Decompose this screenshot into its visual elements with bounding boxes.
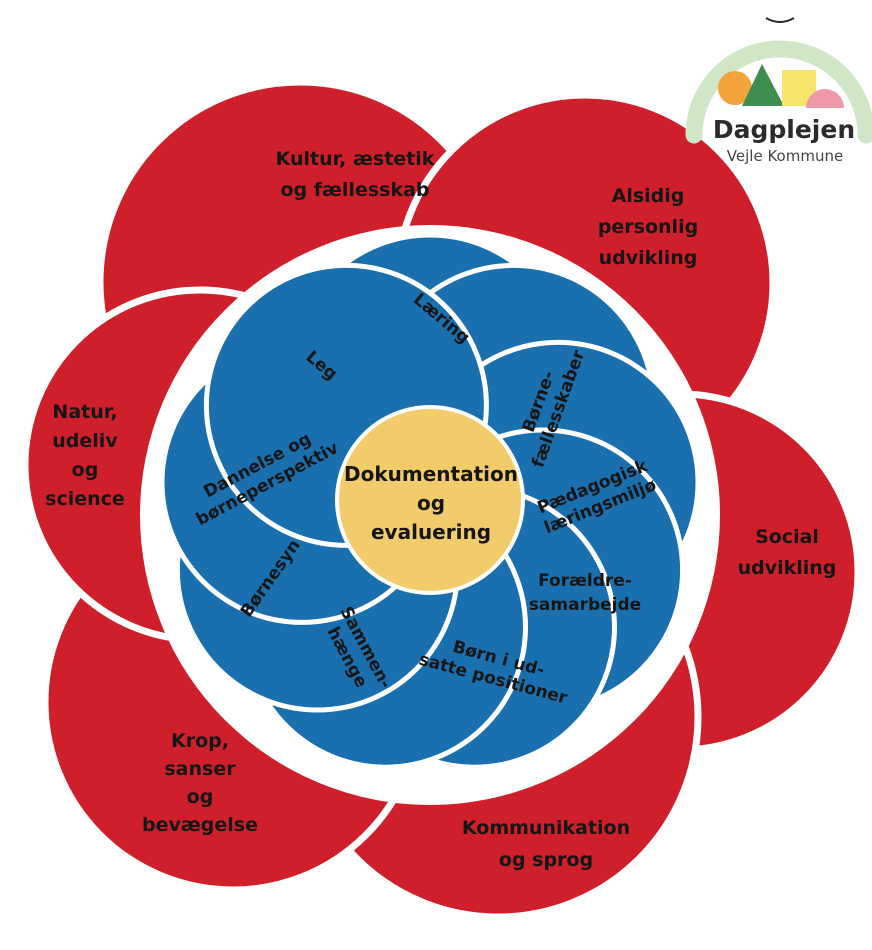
- outer-label-krop-line: sanser: [164, 758, 236, 780]
- logo-arc: [685, 40, 872, 144]
- outer-label-natur-line: og: [72, 459, 99, 481]
- center-label-dokumentation-og-evaluering-line: Dokumentation: [344, 462, 518, 486]
- outer-label-kommunikation: Kommunikation og sprog: [462, 817, 630, 871]
- center-label-dokumentation-og-evaluering-line: evaluering: [371, 520, 491, 544]
- dagplejen-logo: Dagplejen Vejle Kommune: [685, 17, 872, 165]
- outer-label-kommunikation-line: og sprog: [499, 849, 593, 871]
- outer-label-alsidig-line: udvikling: [599, 247, 698, 269]
- outer-label-krop-line: og: [187, 786, 214, 808]
- logo-subtitle: Vejle Kommune: [727, 147, 843, 165]
- outer-label-alsidig-line: Alsidig: [612, 185, 685, 207]
- outer-label-natur-line: Natur,: [52, 401, 117, 423]
- center-label-dokumentation-og-evaluering: Dokumentation og evaluering: [344, 462, 518, 544]
- outer-label-natur-line: science: [45, 488, 125, 510]
- outer-label-social-line: Social: [755, 526, 819, 548]
- outer-label-natur: Natur, udeliv og science: [45, 401, 125, 510]
- center-circle: [339, 409, 521, 591]
- logo-title: Dagplejen: [713, 115, 855, 144]
- outer-label-krop-line: bevægelse: [142, 814, 258, 836]
- outer-label-alsidig: Alsidig personlig udvikling: [598, 185, 698, 269]
- outer-label-kultur-line: Kultur, æstetik: [276, 148, 435, 170]
- outer-label-krop: Krop, sanser og bevægelse: [142, 730, 258, 836]
- inner-label-foraeldresamarbejde-line: samarbejde: [529, 595, 641, 615]
- outer-label-alsidig-line: personlig: [598, 216, 698, 238]
- logo-pink-dome-icon: [806, 89, 844, 108]
- outer-label-kultur: Kultur, æstetik og fællesskab: [276, 148, 435, 201]
- logo-orange-circle-icon: [718, 71, 752, 105]
- inner-label-foraeldresamarbejde: Forældre-samarbejde: [529, 571, 641, 615]
- inner-label-foraeldresamarbejde-line: Forældre-: [538, 571, 632, 591]
- outer-label-krop-line: Krop,: [171, 730, 229, 752]
- outer-label-kommunikation-line: Kommunikation: [462, 817, 630, 839]
- outer-label-natur-line: udeliv: [52, 430, 118, 452]
- center-label-dokumentation-og-evaluering-line: og: [417, 491, 445, 515]
- outer-label-kultur-line: og fællesskab: [280, 179, 429, 201]
- outer-label-social-line: udvikling: [738, 557, 837, 579]
- logo-green-triangle-icon: [742, 64, 784, 106]
- logo-smile-icon: [765, 17, 795, 23]
- outer-label-social: Social udvikling: [738, 526, 837, 579]
